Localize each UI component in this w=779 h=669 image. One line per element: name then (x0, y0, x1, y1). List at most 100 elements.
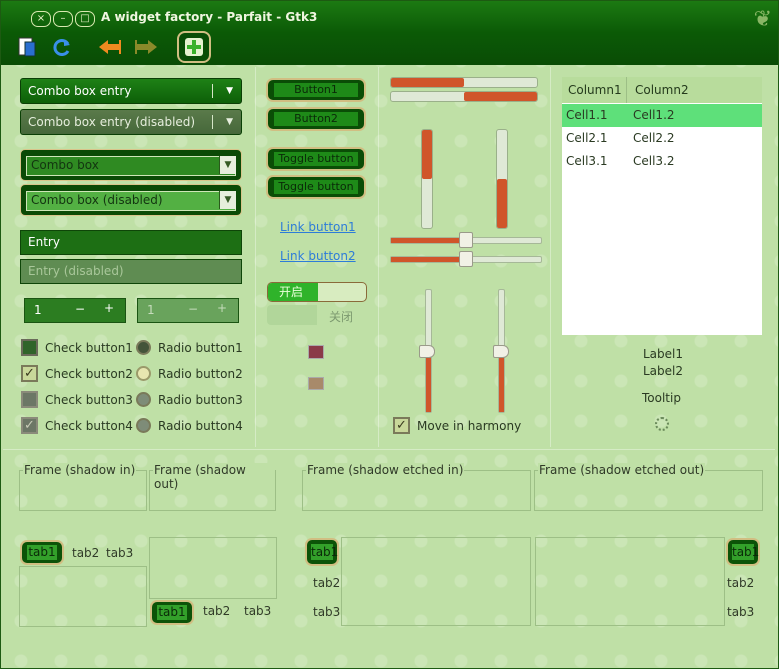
tab-1[interactable]: tab1 (726, 538, 760, 566)
tab-3[interactable]: tab3 (727, 605, 755, 619)
slider-handle[interactable] (419, 345, 435, 358)
combo-box[interactable]: Combo box ▼ (20, 149, 242, 181)
close-button[interactable]: × (31, 11, 51, 27)
table-row[interactable]: Cell1.1 Cell1.2 (562, 104, 762, 127)
forward-icon[interactable] (131, 33, 161, 61)
tab-2[interactable]: tab2 (203, 604, 231, 618)
titlebar: × – □ A widget factory - Parfait - Gtk3 … (1, 1, 778, 65)
radio-button-label: Radio button4 (158, 418, 243, 433)
radio-button-label: Radio button3 (158, 392, 243, 407)
combo-box-entry[interactable]: Combo box entry ▼ (20, 78, 242, 104)
table-cell: Cell3.1 (566, 154, 608, 168)
slider-handle[interactable] (493, 345, 509, 358)
back-icon[interactable] (95, 33, 125, 61)
switch-on[interactable]: 开启 (267, 282, 367, 302)
maximize-button[interactable]: □ (75, 11, 95, 27)
tab-label: tab1 (311, 544, 339, 560)
tab-2[interactable]: tab2 (72, 546, 100, 560)
minimize-button[interactable]: – (53, 11, 73, 27)
tree-view[interactable]: Column1 Column2 Cell1.1 Cell1.2 Cell2.1 … (562, 77, 762, 335)
scale-fill (391, 257, 466, 262)
tab-label: tab1 (157, 605, 187, 620)
link-button-1[interactable]: Link button1 (280, 220, 356, 234)
check-button-3: Check button3 (21, 391, 133, 408)
checkmark-icon[interactable]: ✓ (21, 365, 38, 382)
check-button-2[interactable]: ✓ Check button2 (21, 365, 133, 382)
toggle-button-1[interactable]: Toggle button (266, 147, 366, 171)
minus-icon[interactable]: − (75, 302, 86, 316)
switch-off: 关闭 (267, 305, 367, 325)
plus-icon: + (217, 301, 228, 315)
tab-3[interactable]: tab3 (313, 605, 341, 619)
move-in-harmony-check[interactable]: ✓ Move in harmony (393, 417, 521, 434)
combo-box-disabled: Combo box (disabled) ▼ (20, 184, 242, 216)
chevron-down-icon[interactable]: ▼ (219, 156, 236, 174)
entry-field[interactable]: Entry (20, 230, 242, 255)
tab-3[interactable]: tab3 (244, 604, 272, 618)
divider (3, 449, 775, 450)
table-cell: Cell1.2 (633, 108, 675, 122)
chevron-down-icon[interactable]: ▼ (226, 86, 233, 96)
column-header-2[interactable]: Column2 (627, 77, 762, 103)
spin-button[interactable]: 1 − + (24, 298, 126, 323)
tab-3[interactable]: tab3 (106, 546, 134, 560)
column-header-1[interactable]: Column1 (562, 77, 627, 103)
switch-label: 开启 (268, 283, 318, 301)
chevron-down-icon: ▼ (226, 117, 233, 127)
frame-shadow-in: Frame (shadow in) (19, 463, 147, 511)
radio-button-label: Radio button2 (158, 366, 243, 381)
frame-shadow-etched-out: Frame (shadow etched out) (534, 463, 763, 511)
spin-button-disabled: 1 − + (137, 298, 239, 323)
table-cell: Cell2.1 (566, 131, 608, 145)
tab-2[interactable]: tab2 (727, 576, 755, 590)
radio-button-2[interactable]: Radio button2 (136, 366, 243, 381)
plus-icon[interactable]: + (104, 301, 115, 315)
slider-handle[interactable] (459, 251, 473, 267)
table-cell: Cell3.2 (633, 154, 675, 168)
check-button-1[interactable]: Check button1 (21, 339, 133, 356)
button-1[interactable]: Button1 (266, 78, 366, 102)
checkmark-icon[interactable]: ✓ (393, 417, 410, 434)
table-row[interactable]: Cell2.1 Cell2.2 (562, 127, 762, 150)
check-button-label: Check button3 (45, 392, 133, 407)
notebook-page (341, 537, 531, 626)
combo-box-disabled-label: Combo box (disabled) (26, 191, 236, 211)
checkbox-icon[interactable] (21, 339, 38, 356)
toggle-button-2[interactable]: Toggle button (266, 175, 366, 199)
table-row[interactable]: Cell3.1 Cell3.2 (562, 150, 762, 173)
document-icon[interactable] (13, 33, 43, 61)
radio-button-1[interactable]: Radio button1 (136, 340, 243, 355)
button-label: Toggle button (274, 152, 358, 166)
tab-1[interactable]: tab1 (20, 540, 64, 565)
separator (212, 84, 213, 98)
table-cell: Cell1.1 (566, 108, 608, 122)
divider (255, 67, 256, 447)
label-2: Label2 (643, 364, 684, 378)
link-button-2[interactable]: Link button2 (280, 249, 356, 263)
progress-fill (497, 179, 507, 228)
spin-value[interactable]: 1 (34, 303, 42, 317)
scale-fill (426, 351, 431, 412)
button-2[interactable]: Button2 (266, 107, 366, 131)
tab-2[interactable]: tab2 (313, 576, 341, 590)
radio-button-label: Radio button1 (158, 340, 243, 355)
slider-handle[interactable] (459, 232, 473, 248)
minus-icon: − (188, 302, 199, 316)
radio-icon[interactable] (136, 340, 151, 355)
button-label: Button2 (274, 112, 358, 126)
spin-value: 1 (147, 303, 155, 317)
progress-fill (391, 78, 464, 87)
combo-box-entry-text: Combo box entry (28, 84, 132, 98)
radio-icon[interactable] (136, 366, 151, 381)
scale-fill (499, 351, 504, 412)
tab-label: tab1 (732, 544, 760, 560)
separator (212, 115, 213, 129)
tab-1[interactable]: tab1 (150, 600, 194, 625)
color-swatch-icon[interactable] (308, 345, 324, 359)
ornament-icon: ❦ (753, 7, 772, 32)
tab-1[interactable]: tab1 (305, 538, 339, 566)
refresh-icon[interactable] (47, 33, 77, 61)
add-icon[interactable] (177, 31, 211, 63)
combo-box-entry-disabled-text: Combo box entry (disabled) (28, 115, 196, 129)
radio-button-4: Radio button4 (136, 418, 243, 433)
